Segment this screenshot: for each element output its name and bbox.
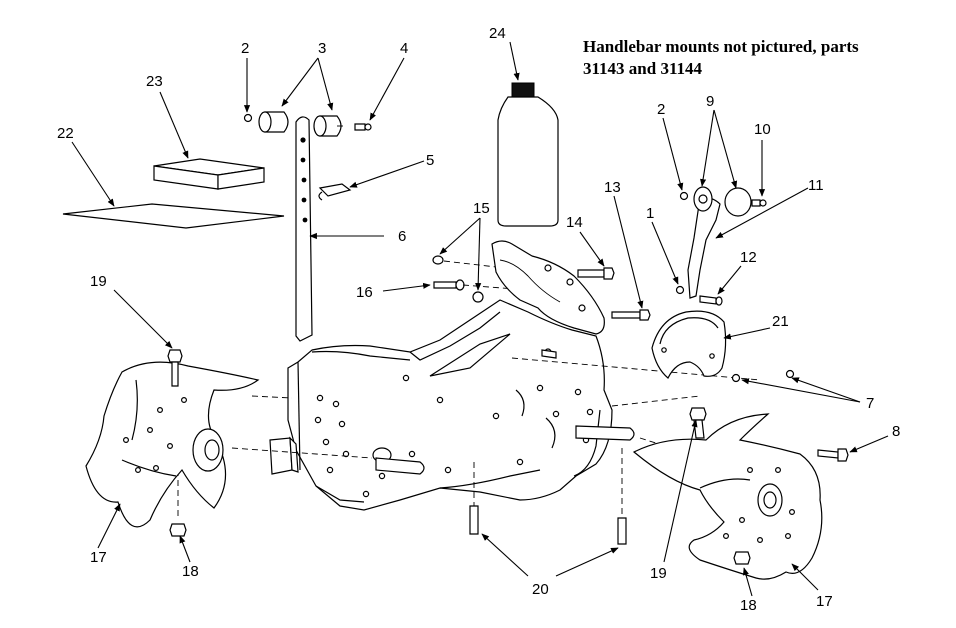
- part-10-bolt: [751, 199, 767, 207]
- callout-14: 14: [566, 214, 583, 231]
- callout-8: 8: [892, 423, 900, 440]
- part-6-depth-bar: [295, 116, 313, 342]
- callout-5: 5: [426, 152, 434, 169]
- callout-16: 16: [356, 284, 373, 301]
- part-18-nut-right: [733, 551, 751, 565]
- callout-10: 10: [754, 121, 771, 138]
- note-line-2: 31143 and 31144: [583, 59, 703, 78]
- callout-24: 24: [489, 25, 506, 42]
- part-20-pins: [469, 448, 627, 545]
- part-18-nut-left: [169, 523, 187, 537]
- part-2-nut-right: [679, 191, 689, 201]
- part-9-wheels: [693, 186, 752, 217]
- callout-12: 12: [740, 249, 757, 266]
- callout-9: 9: [706, 93, 714, 110]
- part-8-bolt: [817, 448, 849, 462]
- part-15-bolt-top: [432, 255, 444, 265]
- part-4-bolt-left: [354, 123, 372, 131]
- callout-1: 1: [646, 205, 654, 222]
- callout-2-left: 2: [241, 40, 249, 57]
- note-line-1: Handlebar mounts not pictured, parts: [583, 37, 859, 56]
- callout-2-right: 2: [657, 101, 665, 118]
- part-14-bolt: [577, 267, 615, 280]
- callout-18-left: 18: [182, 563, 199, 580]
- part-1-nut: [675, 285, 685, 295]
- callout-6: 6: [398, 228, 406, 245]
- callout-15: 15: [473, 200, 490, 217]
- part-2-nut-left: [243, 113, 253, 123]
- part-17-tine-right: [632, 413, 823, 580]
- part-13-bolt: [611, 309, 651, 321]
- callout-11: 11: [808, 177, 824, 194]
- part-12-bolt: [699, 295, 723, 306]
- callout-21: 21: [772, 313, 789, 330]
- callout-4: 4: [400, 40, 408, 57]
- callout-19-left: 19: [90, 273, 107, 290]
- callout-23: 23: [146, 73, 163, 90]
- callout-19-right: 19: [650, 565, 667, 582]
- callout-17-left: 17: [90, 549, 107, 566]
- part-22-sheet: [62, 203, 285, 229]
- part-23-box: [153, 158, 265, 190]
- housing-side-bracket: [269, 436, 299, 475]
- callout-7: 7: [866, 395, 874, 412]
- part-7-nuts: [731, 369, 795, 383]
- part-5-clip: [318, 183, 352, 201]
- callout-22: 22: [57, 125, 74, 142]
- part-11-bracket-plate: [687, 197, 721, 299]
- callout-labels: 2 3 4 23 22 24 5 6 15 16 14 13 1 2 9 10 …: [57, 25, 900, 614]
- callout-20: 20: [532, 581, 549, 598]
- part-17-tine-left: [85, 361, 260, 528]
- part-15-bolt-mid: [472, 291, 484, 303]
- part-3-wheels: [258, 111, 343, 137]
- callout-13: 13: [604, 179, 621, 196]
- part-21-shield: [651, 310, 727, 379]
- part-19-bolt-left: [167, 349, 183, 387]
- part-24-oil-bottle: [497, 82, 559, 227]
- upper-cover-housing: [491, 240, 605, 335]
- handlebar-note: Handlebar mounts not pictured, parts 311…: [583, 36, 943, 80]
- leader-lines: [71, 41, 889, 597]
- callout-3: 3: [318, 40, 326, 57]
- callout-18-right: 18: [740, 597, 757, 614]
- callout-17-right: 17: [816, 593, 833, 610]
- main-gear-housing: [287, 299, 635, 511]
- part-16-bolt: [433, 279, 465, 291]
